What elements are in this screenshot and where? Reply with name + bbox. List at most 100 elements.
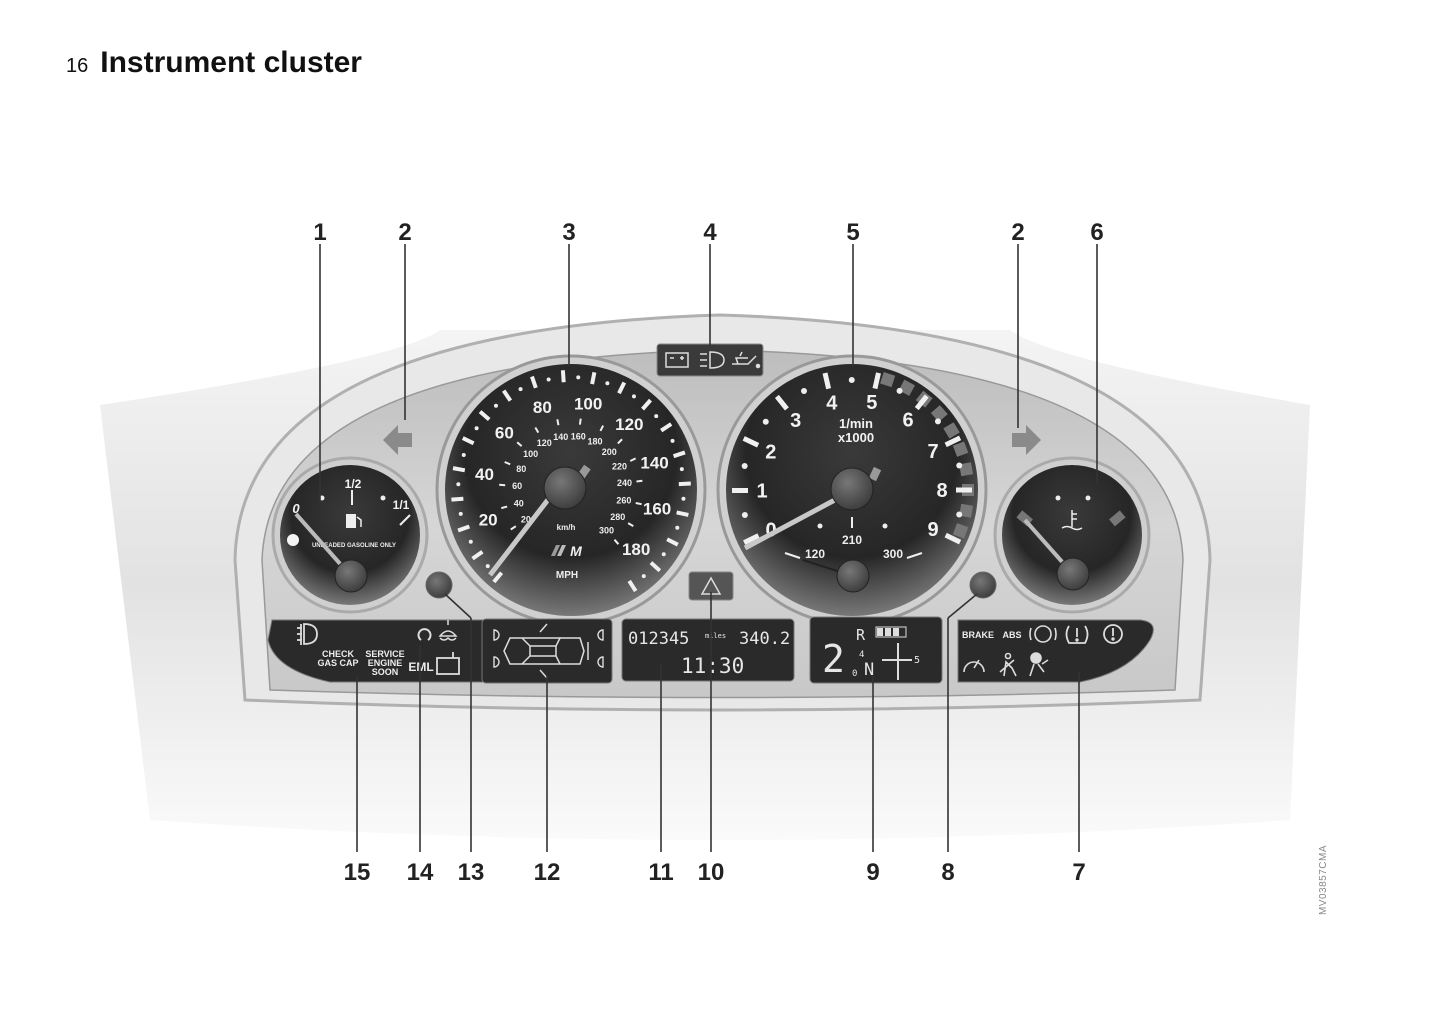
service-engine-soon-line3: SOON (372, 667, 399, 677)
callout-1: 1 (313, 219, 326, 246)
page-number: 16 (66, 55, 89, 77)
page-header: 16 Instrument cluster (66, 46, 362, 80)
mph-label: 180 (622, 540, 650, 559)
kmh-label: 120 (537, 438, 552, 448)
mph-dot (493, 403, 498, 408)
callouts-bottom: 15 14 13 12 11 10 9 8 7 (344, 859, 1086, 886)
callout-5: 5 (846, 219, 859, 246)
mph-dot (576, 375, 581, 380)
mph-label: 100 (574, 395, 602, 414)
mph-tick (672, 450, 686, 459)
brake-warning: BRAKE (962, 630, 994, 640)
rpm-label: 9 (928, 519, 939, 541)
kmh-label: 200 (602, 447, 617, 457)
coolant-temperature-gauge (993, 456, 1151, 614)
rpm-label: 8 (936, 480, 947, 502)
mph-tick (649, 561, 662, 573)
tire-pressure-icon (1065, 625, 1089, 644)
mph-dot (485, 564, 490, 569)
mph-tick (666, 537, 679, 547)
rpm-tick (743, 533, 760, 545)
callout-2-right: 2 (1011, 219, 1024, 246)
reset-knob-left[interactable] (425, 571, 453, 599)
mph-dot (518, 387, 523, 392)
cruise-control-icon (417, 628, 432, 641)
kmh-label: 160 (571, 431, 586, 441)
callout-12: 12 (534, 859, 561, 886)
rpm-dot (800, 388, 807, 395)
odometer-unit: miles (705, 632, 726, 640)
rpm-tick (774, 394, 789, 411)
fuel-pump-icon (346, 514, 362, 528)
rear-fog-light-icon (297, 623, 318, 645)
rpm-tick (872, 372, 881, 390)
kmh-tick (556, 419, 560, 426)
rpm-label: 1 (756, 480, 767, 502)
mph-tick (560, 370, 566, 383)
kmh-label: 220 (612, 461, 627, 471)
rpm-label: 4 (826, 392, 838, 414)
rpm-dot (956, 511, 963, 518)
mph-label: 120 (615, 415, 643, 434)
rpm-label: 6 (902, 410, 913, 432)
callout-4: 4 (703, 219, 717, 246)
rpm-label: 7 (928, 441, 939, 463)
oil-pressure-icon (732, 351, 761, 369)
mph-dot (605, 381, 610, 386)
kmh-label: 80 (516, 464, 526, 474)
redline-segment (952, 441, 969, 457)
battery-charge-icon (665, 352, 689, 368)
rpm-dot (848, 377, 855, 384)
mph-tick (678, 481, 691, 487)
mph-label: 140 (640, 453, 668, 472)
current-gear: 2 (822, 637, 845, 681)
gear-0: 0 (852, 669, 857, 679)
rpm-label: 5 (866, 392, 877, 414)
mph-dot (670, 438, 675, 443)
mph-dot (641, 574, 646, 579)
mph-dot (679, 467, 684, 472)
kmh-label: 240 (617, 478, 632, 488)
rpm-label: 2 (765, 441, 776, 463)
fuel-empty-label: 0 (292, 501, 300, 516)
mph-dot (661, 552, 666, 557)
rpm-tick (944, 532, 962, 545)
mph-dot (468, 539, 473, 544)
mph-tick (471, 550, 484, 561)
gear-4: 4 (859, 650, 864, 660)
brake-pad-wear-icon (1029, 625, 1057, 643)
tach-unit-line1: 1/min (839, 416, 873, 431)
speed-warning-icon (963, 659, 985, 673)
callouts-top: 1 2 3 4 5 2 6 (313, 219, 1103, 246)
callout-3: 3 (562, 219, 575, 246)
rpm-dot (934, 418, 941, 425)
callout-13: 13 (458, 859, 485, 886)
redline-segment (943, 422, 960, 439)
mph-tick (461, 436, 475, 446)
kmh-tick (510, 525, 517, 531)
rpm-tick (742, 436, 760, 448)
mph-tick (502, 389, 513, 402)
gear-r: R (856, 626, 866, 644)
kmh-tick (629, 457, 637, 462)
shift-pattern-icon (882, 643, 912, 680)
mph-tick (590, 371, 597, 385)
oil-temp-label-210: 210 (842, 533, 862, 547)
callout-14: 14 (407, 859, 434, 886)
mph-dot (546, 377, 551, 382)
tachometer-needle (743, 491, 848, 551)
fuel-note: UNLEADED GASOLINE ONLY (312, 543, 396, 549)
tach-unit-line2: x1000 (838, 430, 874, 445)
gear-5: 5 (914, 655, 920, 666)
reset-knob-right[interactable] (969, 571, 997, 599)
callout-15: 15 (344, 859, 371, 886)
fuel-gauge: 0 1/2 1/1 UNLEADED GASOLINE ONLY (271, 456, 429, 614)
kmh-label: 280 (610, 512, 625, 522)
mph-tick (617, 381, 627, 395)
redline-segment (959, 503, 974, 518)
mph-tick (641, 398, 653, 411)
oil-temp-label-300: 300 (883, 547, 903, 561)
seatbelt-icon (999, 652, 1017, 677)
kmh-unit: km/h (557, 523, 576, 532)
